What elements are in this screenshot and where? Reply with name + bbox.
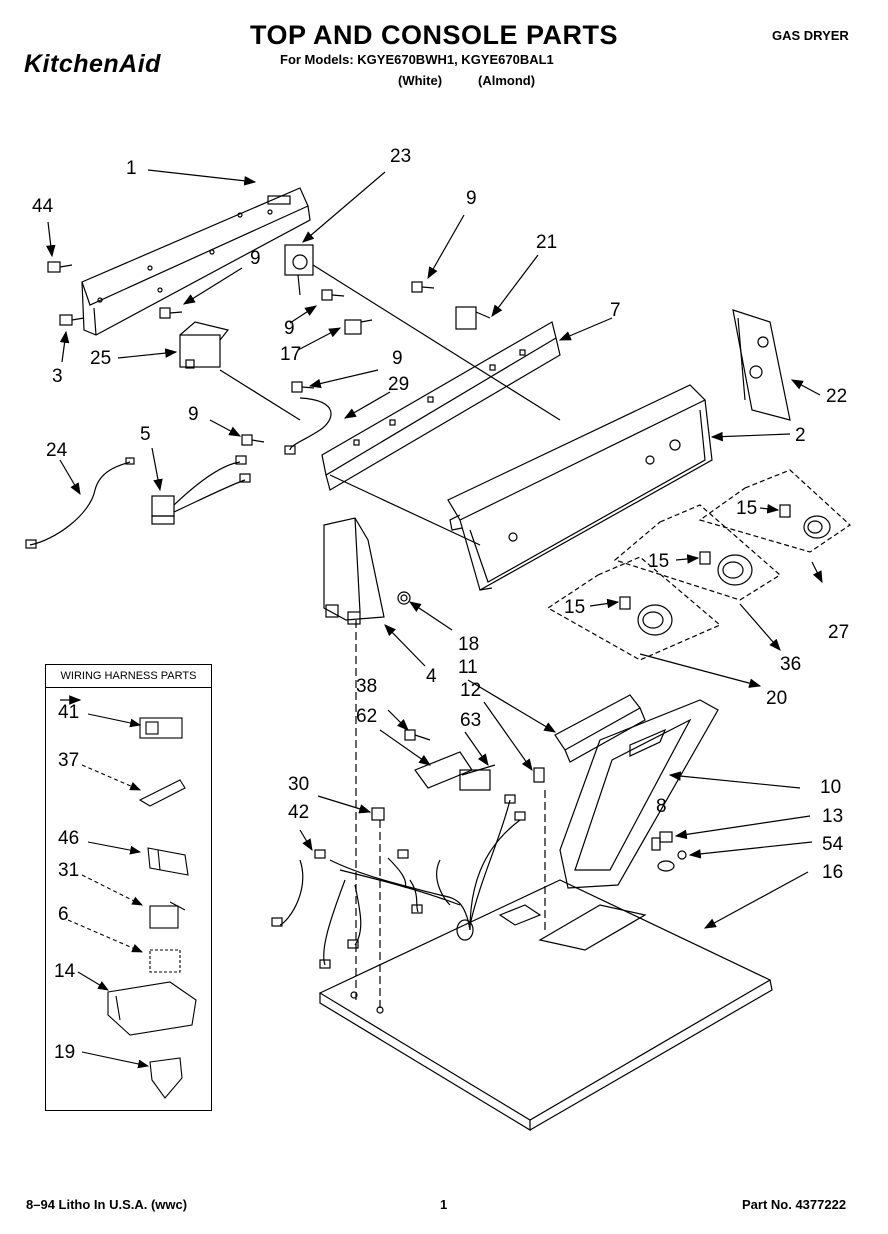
screw-8: [651, 837, 661, 851]
callout-5: 5: [140, 424, 151, 445]
callout-16: 16: [822, 862, 844, 883]
wh-callout-19: 19: [54, 1042, 76, 1063]
lint-housing-10: [559, 699, 719, 889]
color-almond: (Almond): [478, 73, 536, 88]
callout-44: 44: [32, 196, 54, 217]
wh-callout-31: 31: [58, 860, 80, 881]
timer-25: [179, 321, 301, 421]
callout-1: 1: [126, 158, 137, 179]
callout-12: 12: [460, 680, 482, 701]
wiring-harness-title: WIRING HARNESS PARTS: [46, 665, 211, 688]
callout-3: 3: [52, 366, 63, 387]
callout-25: 25: [90, 348, 112, 369]
console-bracket: [321, 321, 561, 546]
wiring-harness-42: [271, 794, 526, 969]
lint-screen-11: [554, 694, 646, 763]
callout-8: 8: [656, 796, 667, 817]
callout-7: 7: [610, 300, 621, 321]
terminal-37-icon: [81, 764, 186, 807]
clip-30: [371, 807, 385, 821]
callout-27: 27: [828, 622, 850, 643]
callout-38: 38: [356, 676, 378, 697]
callout-29: 29: [388, 374, 410, 395]
callout-13: 13: [822, 806, 844, 827]
litho-note: 8–94 Litho In U.S.A. (wwc): [26, 1197, 188, 1212]
wh-callout-37: 37: [58, 750, 80, 771]
callout-36: 36: [780, 654, 802, 675]
page-number: 1: [440, 1197, 448, 1212]
callout-23: 23: [390, 146, 412, 167]
screw-9-mid: [321, 289, 345, 301]
clip-19-icon: [81, 1051, 183, 1099]
knob-20: [546, 556, 722, 661]
callout-15-b: 15: [648, 551, 670, 572]
dryer-top-16: [318, 879, 773, 1132]
callout-15-c: 15: [564, 597, 586, 618]
callout-30: 30: [288, 774, 310, 795]
callout-9-e: 9: [466, 188, 477, 209]
callout-9-d: 9: [188, 404, 199, 425]
color-white: (White): [398, 73, 443, 88]
screw-3: [59, 314, 85, 326]
callout-9-b: 9: [284, 318, 295, 339]
end-cap-22: [732, 309, 791, 421]
connector-41-icon: [87, 713, 183, 739]
connector-14-icon: [77, 971, 197, 1036]
wire-24: [25, 457, 135, 549]
callout-63: 63: [460, 710, 482, 731]
model-numbers: For Models: KGYE670BWH1, KGYE670BAL1: [280, 52, 554, 67]
connector-6-icon: [67, 919, 181, 973]
callout-24: 24: [46, 440, 68, 461]
connector-31-icon: [81, 874, 186, 929]
brand-logo: KitchenAid: [24, 50, 161, 78]
callout-42: 42: [288, 802, 310, 823]
switch-23: [284, 244, 561, 421]
part-17: [344, 319, 373, 335]
wh-callout-46: 46: [58, 828, 80, 849]
wire-29: [284, 397, 332, 455]
screw-44: [47, 261, 73, 273]
knob-36: [613, 504, 782, 601]
page-title: TOP AND CONSOLE PARTS: [250, 20, 619, 50]
callout-17: 17: [280, 344, 302, 365]
callout-22: 22: [826, 386, 848, 407]
callout-9-a: 9: [250, 248, 261, 269]
callout-11: 11: [458, 657, 478, 678]
screw-9-left: [159, 307, 183, 319]
callout-21: 21: [536, 232, 558, 253]
screw-9-top: [411, 281, 435, 293]
callout-10: 10: [820, 777, 842, 798]
bolt-13: [657, 831, 675, 872]
callout-18: 18: [458, 634, 480, 655]
wh-callout-6: 6: [58, 904, 69, 925]
callout-9-c: 9: [392, 348, 403, 369]
screw-38: [404, 729, 431, 741]
callout-62: 62: [356, 706, 378, 727]
harness-5: [151, 455, 251, 525]
console-panel: [447, 384, 713, 591]
product-type: GAS DRYER: [772, 28, 849, 43]
wiring-harness-parts-box: WIRING HARNESS PARTS: [45, 664, 212, 1111]
screw-9-lowest: [241, 434, 265, 446]
part-number: Part No. 4377222: [742, 1197, 847, 1212]
washer-54: [677, 850, 687, 860]
wh-callout-41: 41: [58, 702, 80, 723]
part-21: [455, 306, 491, 330]
wh-callout-14: 14: [54, 961, 76, 982]
connector-46-icon: [87, 841, 189, 876]
console-cover: [323, 517, 411, 625]
bracket-63: [459, 764, 496, 791]
knob-27: [698, 469, 851, 553]
clip-12: [533, 767, 545, 783]
callout-4: 4: [426, 666, 437, 687]
rear-panel: [81, 187, 311, 336]
screw-9-lower: [291, 381, 315, 393]
callout-54: 54: [822, 834, 844, 855]
callout-2: 2: [795, 425, 806, 446]
callout-15-a: 15: [736, 498, 758, 519]
callout-20: 20: [766, 688, 788, 709]
